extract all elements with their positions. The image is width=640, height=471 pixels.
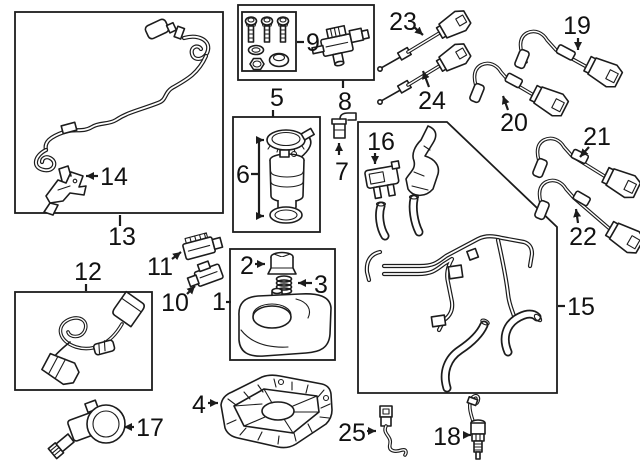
callout-16-label[interactable]: 16 xyxy=(367,128,395,156)
callout-20[interactable]: 20 xyxy=(500,95,528,137)
part-21-oxygen-sensor xyxy=(532,136,640,199)
short-hoses-drawing xyxy=(375,194,424,241)
callout-13[interactable]: 13 xyxy=(108,215,136,251)
callout-20-label[interactable]: 20 xyxy=(500,109,528,137)
callout-6[interactable]: 6 xyxy=(236,136,264,220)
callout-8-label[interactable]: 8 xyxy=(338,88,352,116)
callout-22-label[interactable]: 22 xyxy=(569,223,597,251)
sensor-cable-drawing xyxy=(41,290,145,386)
part-1-reservoir-box: 2 3 xyxy=(229,248,336,361)
callout-24-label[interactable]: 24 xyxy=(418,87,446,115)
part-12-sensor-box xyxy=(14,290,153,391)
callout-12[interactable]: 12 xyxy=(74,258,102,291)
part-4-pan xyxy=(220,374,333,449)
callout-15-label[interactable]: 15 xyxy=(567,293,595,321)
callout-21[interactable]: 21 xyxy=(579,123,611,158)
callout-21-label[interactable]: 21 xyxy=(583,123,611,151)
callout-5-label[interactable]: 5 xyxy=(270,84,284,112)
callout-17[interactable]: 17 xyxy=(124,414,164,442)
callout-2-label[interactable]: 2 xyxy=(240,252,254,280)
callout-9[interactable]: 9 xyxy=(297,29,320,57)
part-25-valve-wire xyxy=(379,405,408,457)
callout-15[interactable]: 15 xyxy=(558,293,595,321)
part-22-oxygen-sensor xyxy=(534,178,640,254)
callout-7[interactable]: 7 xyxy=(335,143,349,186)
callout-17-label[interactable]: 17 xyxy=(136,414,164,442)
part-7-elbow-fitting xyxy=(331,112,357,139)
callout-24[interactable]: 24 xyxy=(418,70,446,115)
part-13-fuel-line-box: 14 xyxy=(14,11,224,216)
callout-5[interactable]: 5 xyxy=(270,84,284,117)
bracket-14-drawing xyxy=(43,165,87,216)
callout-14-label[interactable]: 14 xyxy=(100,163,128,191)
part-17-pump xyxy=(47,399,126,460)
cap-drawing xyxy=(267,251,297,275)
bottom-hoses-drawing xyxy=(440,309,543,393)
part-15-hose-box: 16 xyxy=(357,121,558,394)
part-fuel-pump-module-box: 6 xyxy=(232,116,321,233)
callout-9-label[interactable]: 9 xyxy=(306,29,320,57)
part-10-connector xyxy=(186,260,224,288)
callout-1[interactable]: 1 xyxy=(212,288,231,316)
part-8-valve-drawing xyxy=(311,24,370,67)
callout-4[interactable]: 4 xyxy=(192,391,218,419)
callout-18[interactable]: 18 xyxy=(433,423,471,451)
bolts-drawing xyxy=(244,16,290,71)
tank-drawing xyxy=(238,287,332,357)
spring-drawing xyxy=(275,275,293,295)
fuel-line-drawing xyxy=(33,18,211,173)
part-hardware-kit-box: 9 xyxy=(237,4,375,81)
callout-14[interactable]: 14 xyxy=(86,163,128,191)
callout-11-label[interactable]: 11 xyxy=(147,253,173,281)
callout-16[interactable]: 16 xyxy=(367,128,395,164)
callout-7-label[interactable]: 7 xyxy=(335,158,349,186)
bracket-drawing xyxy=(405,125,440,197)
callout-23-label[interactable]: 23 xyxy=(389,8,417,36)
part-16-pressure-sensor xyxy=(364,160,401,200)
part-18-oxygen-sensor xyxy=(466,394,486,460)
callout-13-label[interactable]: 13 xyxy=(108,223,136,251)
part-20-oxygen-sensor xyxy=(469,61,570,117)
callout-25-label[interactable]: 25 xyxy=(338,419,366,447)
callout-18-label[interactable]: 18 xyxy=(433,423,461,451)
seal-ring-drawing xyxy=(269,206,303,224)
callout-10-label[interactable]: 10 xyxy=(161,289,189,317)
callout-1-label[interactable]: 1 xyxy=(212,288,226,316)
callout-12-label[interactable]: 12 xyxy=(74,258,102,286)
callout-8[interactable]: 8 xyxy=(338,80,352,116)
part-23-egt-sensor xyxy=(376,10,472,73)
callout-10[interactable]: 10 xyxy=(161,285,196,317)
callout-23[interactable]: 23 xyxy=(389,8,424,36)
callout-4-label[interactable]: 4 xyxy=(192,391,206,419)
callout-25[interactable]: 25 xyxy=(338,419,376,447)
callout-3[interactable]: 3 xyxy=(298,271,328,299)
callout-11[interactable]: 11 xyxy=(147,251,182,281)
callout-19-label[interactable]: 19 xyxy=(563,12,591,40)
callout-3-label[interactable]: 3 xyxy=(314,271,328,299)
callout-22[interactable]: 22 xyxy=(569,208,597,251)
part-19-oxygen-sensor xyxy=(514,29,624,88)
callout-6-label[interactable]: 6 xyxy=(236,161,250,189)
callout-2[interactable]: 2 xyxy=(240,252,265,280)
callout-19[interactable]: 19 xyxy=(563,12,591,50)
part-11-connector xyxy=(182,232,224,261)
pipe-assembly-drawing xyxy=(364,234,535,333)
